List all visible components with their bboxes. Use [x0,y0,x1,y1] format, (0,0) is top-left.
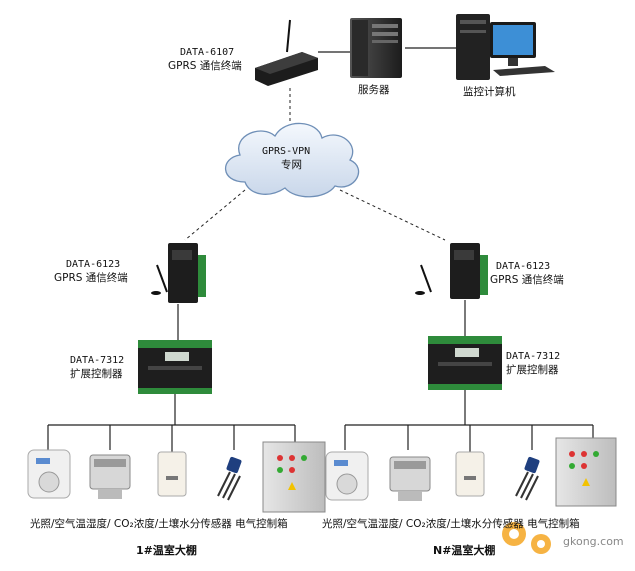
cloud-name-label: GPRS-VPN [262,146,311,157]
left-terminal-model-label: DATA-6123 [66,259,121,270]
right-soil-sensor-icon [455,451,485,497]
cloud-right-link [339,189,446,241]
router-icon [255,19,318,86]
left-terminal-icon [151,243,206,303]
watermark-gear-icon [502,522,551,554]
right-controller-model-label: DATA-7312 [506,351,561,362]
left-sensors-caption: 光照/空气温湿度/ CO₂浓度/土壤水分传感器 电气控制箱 [30,518,288,530]
monitor-computer-label: 监控计算机 [463,86,516,98]
left-controller-model-label: DATA-7312 [70,355,125,366]
right-terminal-desc-label: GPRS 通信终端 [490,274,564,286]
cloud-subname-label: 专网 [281,159,302,171]
right-co2-sensor-icon [389,456,431,501]
vpn-cloud-icon [224,122,360,198]
left-greenhouse-title: 1#温室大棚 [136,544,197,557]
right-control-cabinet-icon [555,437,617,507]
router-desc-label: GPRS 通信终端 [168,60,242,72]
server-icon [350,18,402,78]
router-model-label: DATA-6107 [180,47,235,58]
left-moisture-probe-icon [217,456,242,501]
left-soil-sensor-icon [157,451,187,497]
right-sensors-caption: 光照/空气温湿度/ CO₂浓度/土壤水分传感器 电气控制箱 [322,518,580,530]
left-controller-icon [138,340,212,394]
right-greenhouse-title: N#温室大棚 [433,544,496,557]
watermark-text: gkong.com [563,535,624,548]
right-light-humidity-sensor-icon [325,451,369,501]
cloud-left-link [184,189,246,241]
right-terminal-icon [415,243,488,299]
left-terminal-desc-label: GPRS 通信终端 [54,272,128,284]
left-co2-sensor-icon [89,454,131,499]
server-label: 服务器 [358,84,390,96]
right-moisture-probe-icon [515,456,540,501]
left-light-humidity-sensor-icon [27,449,71,499]
left-controller-desc-label: 扩展控制器 [70,368,123,380]
right-terminal-model-label: DATA-6123 [496,261,551,272]
right-controller-icon [428,336,502,390]
left-control-cabinet-icon [262,441,326,513]
computer-icon [456,14,555,80]
left-sensor-bus [47,424,296,452]
right-controller-desc-label: 扩展控制器 [506,364,559,376]
right-sensor-bus [344,424,594,452]
